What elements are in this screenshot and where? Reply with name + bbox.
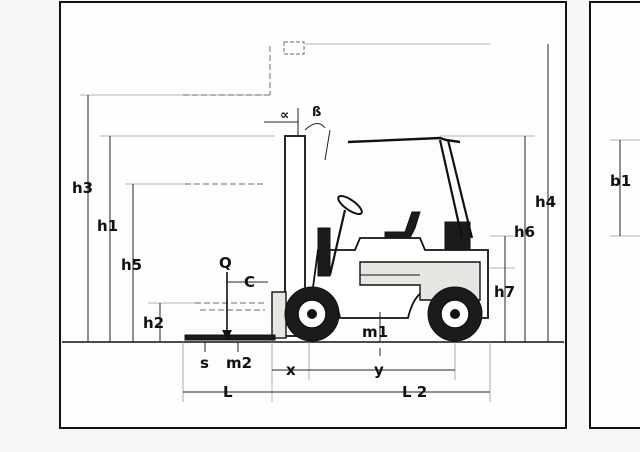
extension-lines	[80, 43, 640, 402]
label-m1: m1	[362, 323, 388, 341]
label-s: s	[200, 354, 209, 372]
raised-fork-positions	[180, 41, 305, 311]
seat	[384, 211, 421, 239]
mast	[284, 135, 306, 337]
dash-column	[317, 227, 331, 277]
label-c: C	[244, 273, 255, 291]
main-panel-frame	[59, 1, 567, 429]
label-l2: L 2	[402, 383, 427, 401]
label-y: y	[374, 361, 384, 379]
tilt-angle-markers	[264, 108, 331, 161]
label-h2: h2	[143, 314, 164, 332]
label-h7: h7	[494, 283, 515, 301]
forklift-truck	[184, 135, 489, 342]
front-wheel	[284, 286, 340, 342]
horizontal-dimensions	[183, 281, 490, 393]
label-h3: h3	[72, 179, 93, 197]
rear-wheel	[427, 286, 483, 342]
side-panel-frame	[589, 1, 640, 429]
overhead-guard	[347, 136, 461, 144]
label-x: x	[286, 361, 296, 379]
label-m2: m2	[226, 354, 252, 372]
fork-carriage	[271, 291, 287, 339]
label-l: L	[223, 383, 233, 401]
counterweight	[444, 221, 471, 251]
label-h1: h1	[97, 217, 118, 235]
label-b1: b1	[610, 172, 631, 190]
label-h5: h5	[121, 256, 142, 274]
label-alpha: ∝	[280, 108, 289, 123]
label-beta: ß	[312, 105, 321, 120]
fork	[184, 334, 276, 341]
label-h4: h4	[535, 193, 556, 211]
steering-wheel	[337, 194, 363, 216]
label-h6: h6	[514, 223, 535, 241]
label-q: Q	[219, 254, 232, 272]
